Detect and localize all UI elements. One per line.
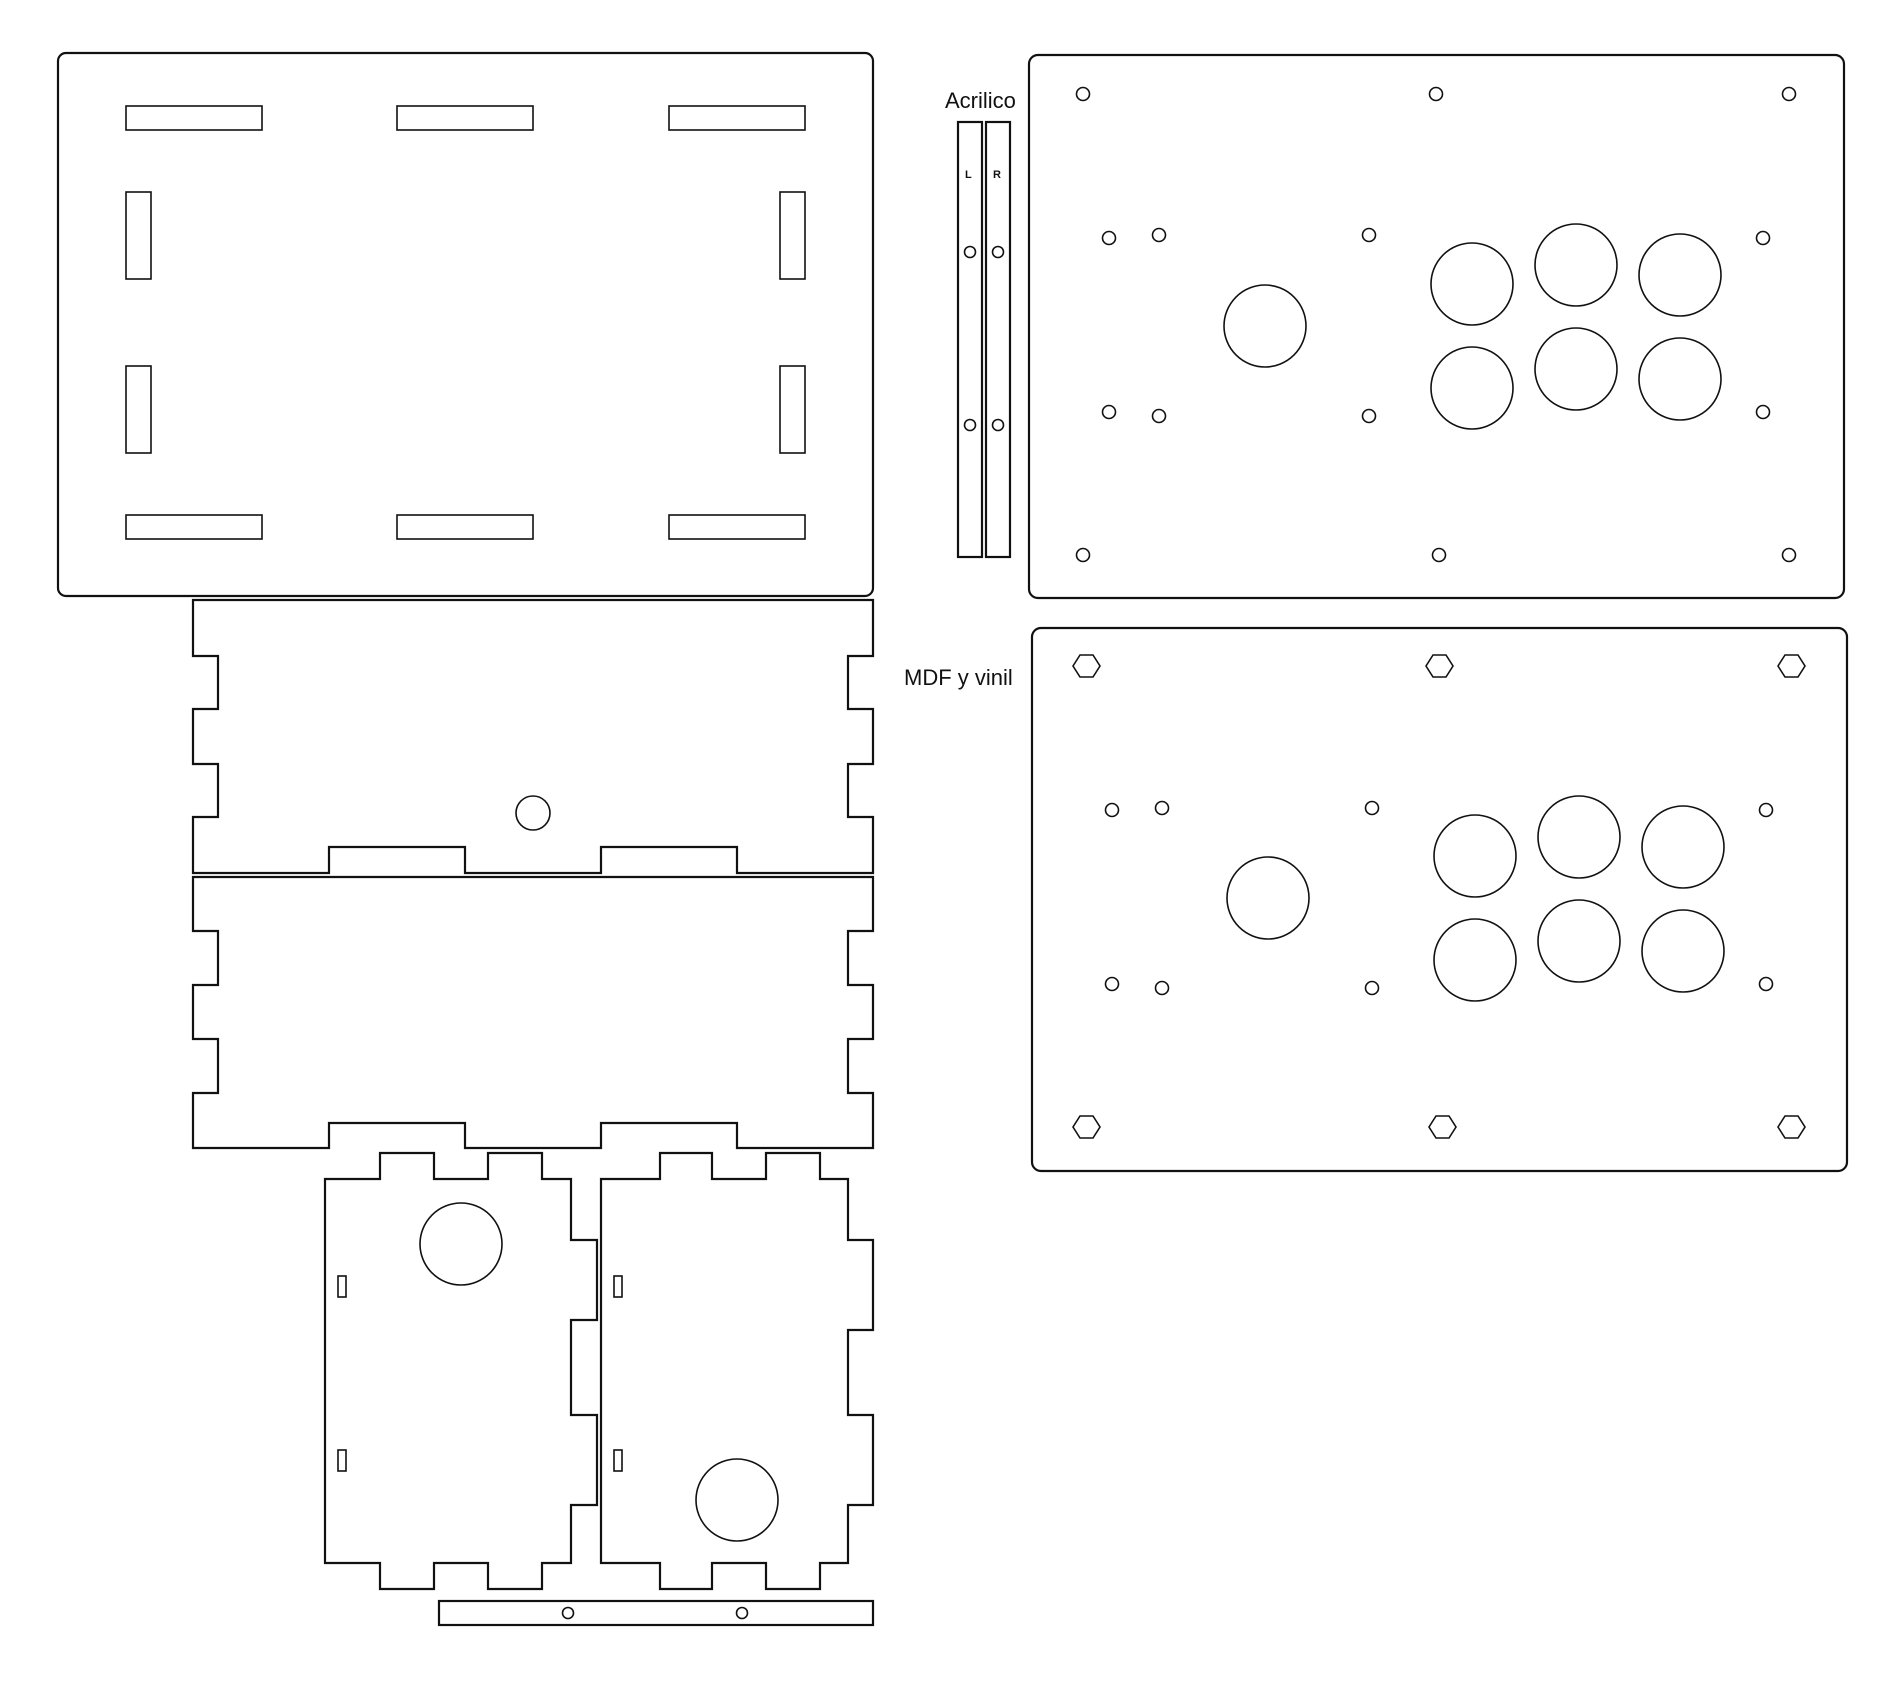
front-wall-panel — [191, 598, 875, 875]
back-wall-panel — [191, 875, 875, 1150]
acrylic-strip-left: L — [956, 120, 984, 559]
acrylic-strip-right: R — [984, 120, 1012, 559]
strip-left-label: L — [965, 169, 972, 181]
mdf-mount-holes — [1104, 800, 1774, 996]
acrylic-top-panel — [1027, 53, 1846, 600]
side-panel-left — [323, 1151, 599, 1591]
bottom-panel-slots — [125, 105, 806, 540]
mdf-button-holes — [1433, 795, 1725, 1002]
mdf-label: MDF y vinil — [904, 665, 1013, 690]
bottom-strip — [437, 1599, 875, 1627]
acrylic-corner-screw-holes — [1075, 86, 1797, 563]
cable-hole — [515, 795, 551, 831]
acrylic-mount-holes — [1101, 227, 1771, 424]
strip-right-label: R — [993, 169, 1001, 181]
acrylic-button-holes — [1430, 223, 1722, 430]
side-button-hole-bottom — [695, 1458, 779, 1542]
mdf-hex-nut-holes — [1072, 654, 1806, 1139]
side-panel-right — [599, 1151, 875, 1591]
mdf-top-panel — [1030, 626, 1849, 1173]
acrylic-joystick-hole — [1223, 284, 1307, 368]
mdf-joystick-hole — [1226, 856, 1310, 940]
side-button-hole-top — [419, 1202, 503, 1286]
bottom-panel — [56, 51, 875, 598]
acrylic-label: Acrilico — [945, 88, 1016, 113]
